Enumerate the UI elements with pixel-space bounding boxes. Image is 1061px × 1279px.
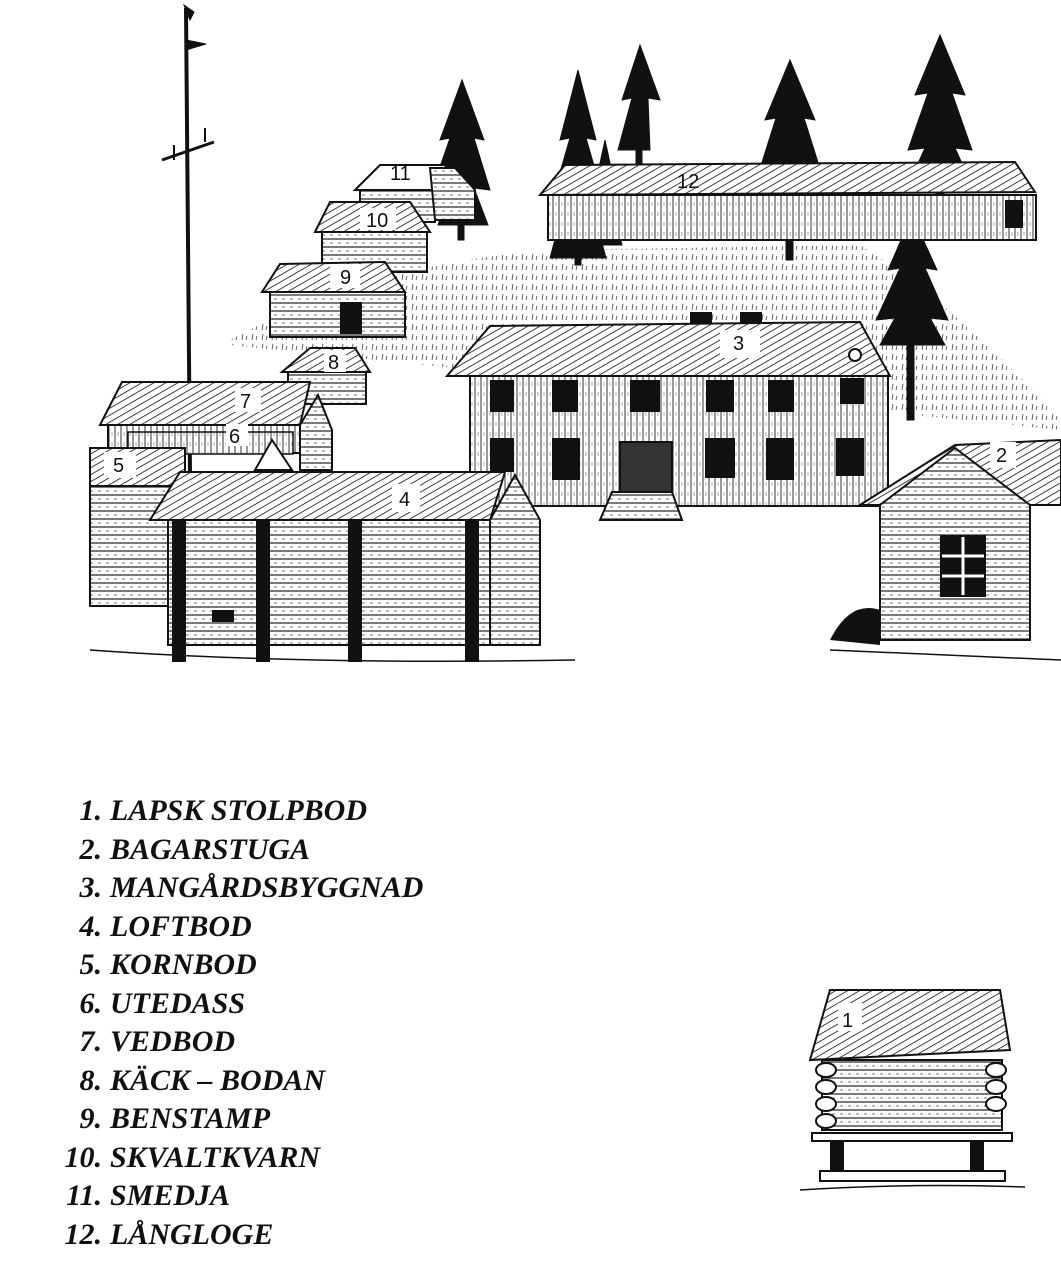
- label-2: 2: [996, 445, 1007, 467]
- building-10-skvaltkvarn: 10: [313, 201, 432, 273]
- legend-label: UTEDASS: [110, 986, 246, 1020]
- legend-item: 1.LAPSK STOLPBOD: [40, 792, 423, 831]
- front-steps: [598, 491, 684, 521]
- legend-item: 5.KORNBOD: [40, 946, 423, 985]
- legend-label: KÄCK – BODAN: [110, 1063, 326, 1097]
- legend-number: 2.: [79, 832, 103, 866]
- legend-item: 7.VEDBOD: [40, 1023, 423, 1062]
- label-6: 6: [229, 426, 240, 448]
- legend-number: 8.: [79, 1063, 103, 1097]
- building-12-langloge: 12: [537, 160, 1037, 241]
- label-1: 1: [842, 1010, 853, 1032]
- building-9-benstamp: 9: [260, 260, 407, 338]
- legend-number: 10.: [64, 1140, 103, 1174]
- legend-label: LÅNGLOGE: [110, 1217, 274, 1251]
- legend-number: 7.: [79, 1025, 103, 1058]
- legend-label: KORNBOD: [110, 948, 257, 981]
- building-1-lapsk-stolpbod: 1: [799, 989, 1026, 1191]
- legend-label: LOFTBOD: [110, 909, 252, 943]
- legend-number: 5.: [79, 948, 103, 981]
- legend-label: BENSTAMP: [110, 1102, 271, 1135]
- label-4: 4: [399, 489, 410, 511]
- log-ends: [815, 1062, 1007, 1129]
- legend-item: 3.MANGÅRDSBYGGNAD: [40, 869, 424, 908]
- bush: [830, 608, 880, 645]
- pine-tree-icon: [875, 213, 949, 421]
- front-door: [619, 441, 673, 493]
- loftbod-posts: [172, 520, 479, 662]
- label-7: 7: [240, 391, 251, 413]
- legend-item: 4.LOFTBOD: [40, 908, 423, 947]
- farmstead-illustration: 12 11 10 9 8 7 6: [89, 3, 1061, 662]
- legend-item: 2.BAGARSTUGA: [40, 831, 423, 870]
- building-4-loftbod: 4: [148, 471, 541, 662]
- legend-number: 4.: [79, 909, 103, 943]
- legend-number: 6.: [79, 986, 103, 1020]
- label-9: 9: [340, 267, 351, 289]
- label-11: 11: [390, 163, 411, 185]
- legend-item: 8.KÄCK – BODAN: [40, 1062, 423, 1101]
- legend-number: 1.: [79, 794, 103, 827]
- legend-item: 10.SKVALTKVARN: [40, 1139, 423, 1178]
- legend-label: SMEDJA: [110, 1179, 231, 1212]
- building-2-bagarstuga: 2: [830, 438, 1061, 645]
- legend-number: 12.: [64, 1217, 103, 1251]
- legend-label: BAGARSTUGA: [110, 832, 311, 866]
- legend-number: 11.: [66, 1179, 102, 1212]
- pine-tree-icon: [617, 43, 661, 166]
- legend-label: SKVALTKVARN: [110, 1140, 321, 1174]
- legend-number: 3.: [79, 871, 103, 904]
- building-3-mangardsbyggnad: 3: [444, 312, 892, 521]
- label-5: 5: [113, 455, 124, 477]
- legend-label: VEDBOD: [110, 1025, 236, 1058]
- legend-item: 11.SMEDJA: [40, 1177, 423, 1216]
- label-12: 12: [677, 171, 699, 193]
- legend-item: 6.UTEDASS: [40, 985, 423, 1024]
- label-10: 10: [366, 210, 388, 232]
- building-legend: 1.LAPSK STOLPBOD 2.BAGARSTUGA 3.MANGÅRDS…: [40, 792, 424, 1255]
- legend-item: 9.BENSTAMP: [40, 1100, 423, 1139]
- legend-number: 9.: [79, 1102, 103, 1135]
- flag-icon: [185, 39, 207, 51]
- house-windows: [490, 378, 864, 480]
- label-3: 3: [733, 333, 744, 355]
- label-8: 8: [328, 352, 339, 374]
- legend-label: MANGÅRDSBYGGNAD: [110, 871, 424, 904]
- legend-label: LAPSK STOLPBOD: [110, 794, 367, 827]
- legend-item: 12.LÅNGLOGE: [40, 1216, 423, 1255]
